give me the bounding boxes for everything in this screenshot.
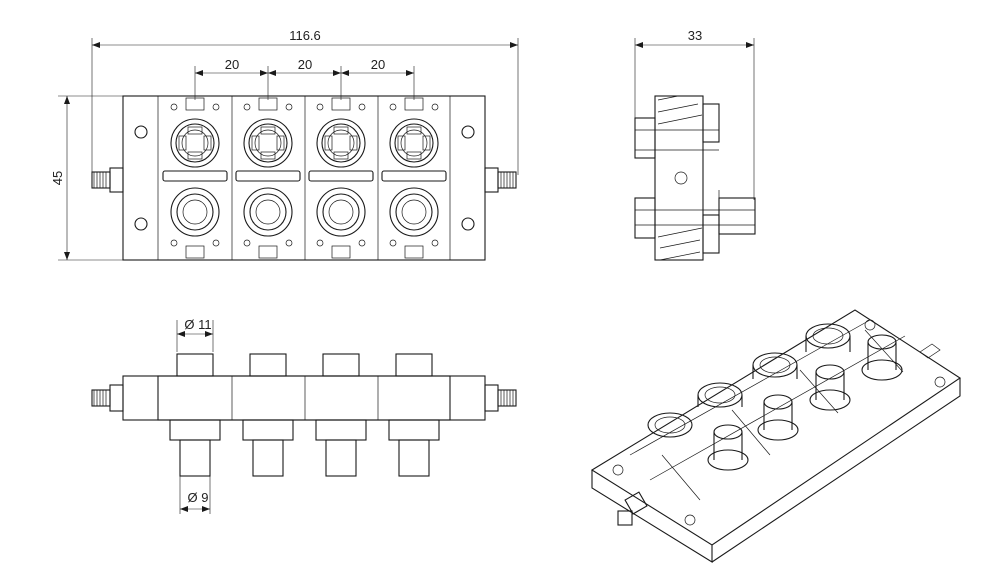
side-body [654, 95, 704, 261]
iso-sockets [647, 323, 903, 471]
side-view: 33 [634, 28, 756, 261]
depth-label: 33 [688, 28, 702, 43]
mount-hole [461, 217, 475, 231]
bottom-diameter-label: Ø 9 [188, 490, 209, 505]
bottom-housing [122, 375, 486, 421]
mount-hole [461, 125, 475, 139]
bottom-socket-4 [388, 353, 440, 477]
connector-column-3 [308, 97, 374, 259]
height-label: 45 [50, 171, 65, 185]
pitch-1-label: 20 [225, 57, 239, 72]
mount-hole [134, 217, 148, 231]
connector-column-2 [235, 97, 301, 259]
pitch-2-label: 20 [298, 57, 312, 72]
iso-base-top [590, 309, 961, 546]
bottom-view: Ø 11 [91, 317, 517, 514]
bottom-socket-2 [242, 353, 294, 477]
top-diameter-label: Ø 11 [184, 317, 211, 332]
bottom-socket-3 [315, 353, 367, 477]
connector-column-1 [162, 97, 228, 259]
bottom-socket-1 [169, 353, 221, 477]
connector-column-4 [381, 97, 447, 259]
pitch-3-label: 20 [371, 57, 385, 72]
front-housing [122, 95, 486, 261]
isometric-view [590, 309, 961, 563]
front-view: 116.6 20 20 20 45 [50, 28, 519, 261]
overall-width-label: 116.6 [289, 28, 321, 43]
mount-hole [134, 125, 148, 139]
